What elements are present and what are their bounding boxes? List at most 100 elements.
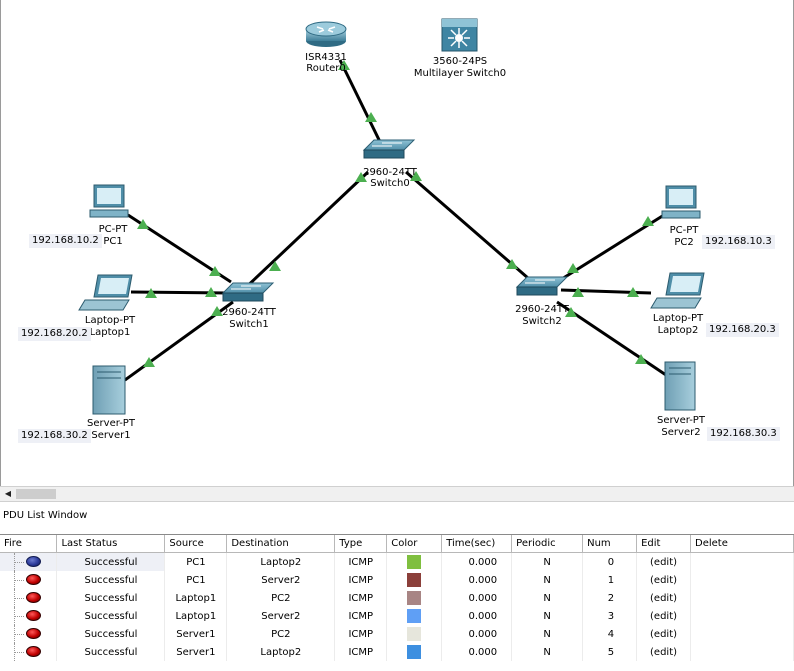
delete-cell[interactable] [690,607,794,625]
device-server1[interactable]: Server-PT Server1 [87,365,136,441]
server2-ip-label: 192.168.30.3 [707,427,780,441]
fire-cell[interactable] [0,643,58,661]
color-swatch [407,609,422,623]
device-pc2[interactable]: PC-PT PC2 [661,185,701,248]
edit-link[interactable]: (edit) [636,625,692,643]
column-header-time-sec[interactable]: Time(sec) [441,535,513,553]
router-icon [305,21,347,47]
fire-light-icon[interactable] [26,646,41,658]
pc1-ip-label: 192.168.10.2 [29,234,102,248]
server1-model: Server-PT [87,418,136,429]
column-header-delete[interactable]: Delete [690,535,794,553]
color-swatch [407,645,422,659]
column-header-color[interactable]: Color [386,535,443,553]
destination-cell: Server2 [226,571,336,589]
pc2-ip-label: 192.168.10.3 [702,235,775,249]
status-triangle [355,172,367,182]
fire-cell[interactable] [0,571,58,589]
destination-cell: Server2 [226,607,336,625]
logical-workspace[interactable]: ISR4331 Router0 3560-24PS Multilayer Swi… [0,0,794,486]
column-header-type[interactable]: Type [334,535,388,553]
fire-cell[interactable] [0,625,58,643]
status-triangle [211,306,223,316]
delete-cell[interactable] [690,643,794,661]
column-header-periodic[interactable]: Periodic [511,535,584,553]
device-laptop1[interactable]: Laptop-PT Laptop1 [78,274,136,338]
horizontal-scrollbar[interactable]: ◀ [0,486,794,502]
column-header-edit[interactable]: Edit [636,535,692,553]
device-multilayer-switch0[interactable]: 3560-24PS Multilayer Switch0 [414,18,506,79]
color-swatch [407,591,422,605]
link-switch0-switch1[interactable] [239,170,370,294]
column-header-source[interactable]: Source [164,535,228,553]
fire-cell[interactable] [0,607,58,625]
last-status-cell: Successful [56,589,166,607]
edit-link[interactable]: (edit) [636,643,692,661]
type-cell: ICMP [334,625,388,643]
delete-cell[interactable] [690,552,794,571]
num-cell: 0 [582,552,638,571]
fire-light-icon[interactable] [26,628,41,640]
edit-link[interactable]: (edit) [636,552,692,571]
delete-cell[interactable] [690,571,794,589]
link-router0-switch0[interactable] [338,59,386,151]
color-cell [386,625,443,643]
status-triangle [635,354,647,364]
type-cell: ICMP [334,589,388,607]
fire-light-icon[interactable] [26,610,41,622]
switch-icon [221,282,275,302]
status-triangle [565,307,577,317]
column-header-destination[interactable]: Destination [226,535,336,553]
time-cell: 0.000 [441,625,513,643]
device-switch2[interactable]: 2960-24TT Switch2 [515,276,570,327]
status-triangle [410,171,422,181]
column-header-fire[interactable]: Fire [0,535,58,553]
laptop1-model: Laptop-PT [85,315,136,326]
column-header-last-status[interactable]: Last Status [56,535,166,553]
status-triangle [145,288,157,298]
column-header-num[interactable]: Num [582,535,638,553]
switch1-name: Switch1 [229,319,268,330]
device-switch1[interactable]: 2960-24TT Switch1 [221,282,277,330]
laptop-icon [650,272,705,309]
source-cell: Laptop1 [164,589,228,607]
topology-canvas[interactable]: ISR4331 Router0 3560-24PS Multilayer Swi… [1,0,794,486]
fire-cell[interactable] [0,589,58,607]
device-pc1[interactable]: PC-PT PC1 [89,184,129,247]
destination-cell: Laptop2 [226,643,336,661]
link-laptop2-switch2[interactable] [560,288,652,295]
last-status-cell: Successful [56,625,166,643]
device-laptop2[interactable]: Laptop-PT Laptop2 [650,272,705,336]
edit-link[interactable]: (edit) [636,589,692,607]
num-cell: 1 [582,571,638,589]
delete-cell[interactable] [690,625,794,643]
delete-cell[interactable] [690,589,794,607]
scrollbar-thumb[interactable] [16,489,56,499]
router0-name: Router0 [306,63,346,74]
edit-link[interactable]: (edit) [636,607,692,625]
device-switch0[interactable]: 2960-24TT Switch0 [362,139,418,189]
periodic-cell: N [511,589,584,607]
fire-light-icon[interactable] [26,556,41,568]
status-triangle [572,287,584,297]
pc2-model: PC-PT [670,225,700,236]
source-cell: PC1 [164,571,228,589]
periodic-cell: N [511,571,584,589]
fire-cell[interactable] [0,552,58,571]
laptop2-name: Laptop2 [658,325,699,336]
fire-light-icon[interactable] [26,592,41,604]
status-triangle [627,287,639,297]
edit-link[interactable]: (edit) [636,571,692,589]
num-cell: 4 [582,625,638,643]
device-server2[interactable]: Server-PT Server2 [657,361,706,438]
fire-light-icon[interactable] [26,574,41,586]
source-cell: PC1 [164,552,228,571]
device-router0[interactable]: ISR4331 Router0 [305,21,347,74]
scroll-left-icon[interactable]: ◀ [4,489,12,498]
